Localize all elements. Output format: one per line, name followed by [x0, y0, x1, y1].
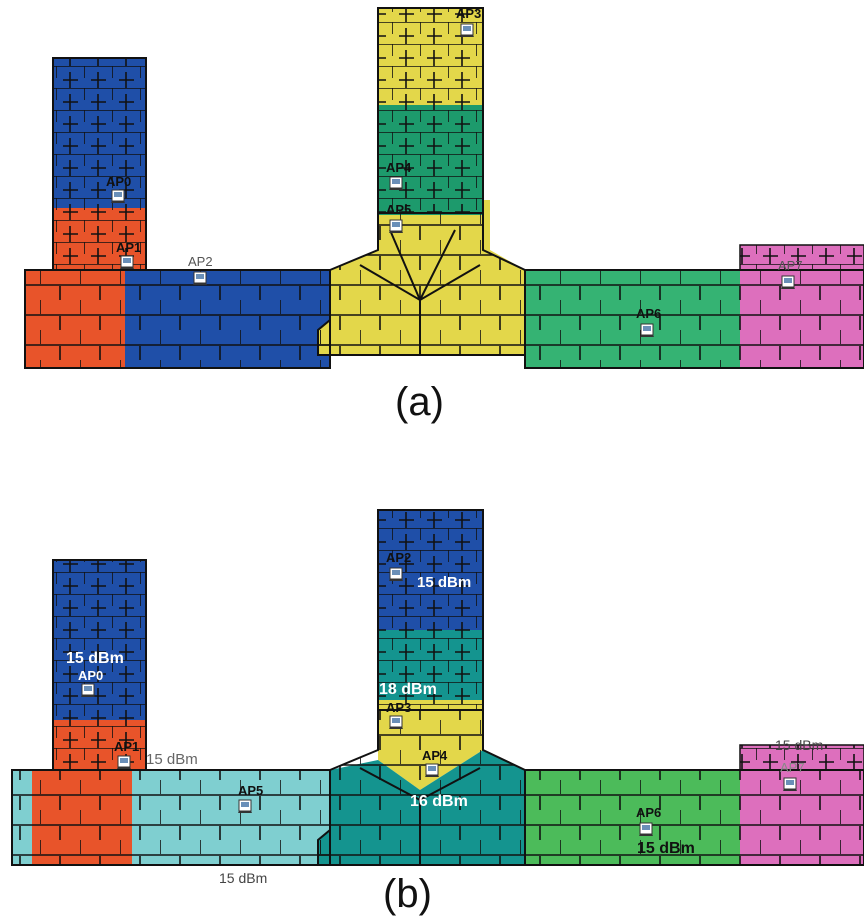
ap-label: AP3: [456, 6, 481, 21]
ap-label: AP1: [114, 739, 139, 754]
panel-a: AP0 AP1 AP2 AP3 AP4 AP5 AP6 AP7: [24, 6, 864, 369]
panel-a-caption: (a): [395, 380, 444, 424]
panel-a-walls-left-wing: [52, 57, 147, 271]
panel-a-ap5: AP5: [386, 202, 411, 234]
panel-a-ap2: AP2: [188, 254, 213, 286]
ap-label: AP4: [422, 748, 448, 763]
panel-b-center-x-corridors: [359, 767, 481, 865]
ap-label: AP0: [106, 174, 131, 189]
panel-a-walls-right-pink-top: [739, 244, 864, 271]
panel-a-ap4: AP4: [386, 160, 412, 191]
panel-a-ap0: AP0: [106, 174, 131, 204]
panel-b-walls-left-horiz: [11, 769, 331, 866]
panel-a-ap7: AP7: [778, 258, 803, 290]
panel-b-caption: (b): [383, 872, 432, 916]
panel-b-ap7: AP7: [780, 760, 805, 792]
power-label: 15 dBm: [775, 737, 823, 753]
panel-a-ap3: AP3: [456, 6, 481, 38]
power-label: 15 dBm: [66, 650, 124, 667]
panel-b-ap0: AP0: [78, 668, 103, 698]
ap-label: AP1: [116, 240, 141, 255]
panel-b-ap3: AP3: [386, 700, 411, 730]
panel-a-ap6: AP6: [636, 306, 661, 338]
power-label: 15 dBm: [146, 751, 198, 768]
power-label: 16 dBm: [410, 793, 468, 810]
ap-label: AP7: [778, 258, 803, 273]
panel-b-walls-center-top: [377, 509, 484, 711]
ap-label: AP2: [386, 550, 411, 565]
panel-a-walls-left-horiz: [24, 269, 331, 369]
panel-a-walls-center: [317, 212, 526, 356]
ap-label: AP4: [386, 160, 412, 175]
power-label: 15 dBm: [417, 574, 471, 591]
ap-label: AP5: [238, 783, 263, 798]
power-label: 15 dBm: [219, 870, 267, 886]
panel-b-walls-center: [317, 709, 526, 866]
ap-label: AP0: [78, 668, 103, 683]
ap-label: AP3: [386, 700, 411, 715]
panel-b-walls-right-pink-top: [739, 744, 864, 771]
panel-b-ap2: AP2: [386, 550, 411, 582]
panel-a-ap1: AP1: [116, 240, 141, 270]
panel-b-walls-left-wing: [52, 559, 147, 771]
panel-b-ap4: AP4: [422, 748, 448, 778]
power-label: 15 dBm: [637, 840, 695, 857]
ap-label: AP6: [636, 306, 661, 321]
power-label: 18 dBm: [379, 681, 437, 698]
ap-label: AP7: [780, 760, 805, 775]
ap-label: AP6: [636, 805, 661, 820]
panel-b: AP0 AP1 AP2 AP3 AP4 AP5 AP6 AP7 15 dBm 1…: [11, 509, 864, 886]
panel-b-walls-right: [524, 769, 864, 866]
panel-b-ap1: AP1: [114, 739, 139, 770]
ap-label: AP5: [386, 202, 411, 217]
ap-label: AP2: [188, 254, 213, 269]
panel-b-ap6: AP6: [636, 805, 661, 837]
panel-a-center-x-corridors: [359, 229, 481, 355]
panel-a-walls-right: [524, 269, 864, 369]
panel-b-ap5: AP5: [237, 783, 263, 814]
